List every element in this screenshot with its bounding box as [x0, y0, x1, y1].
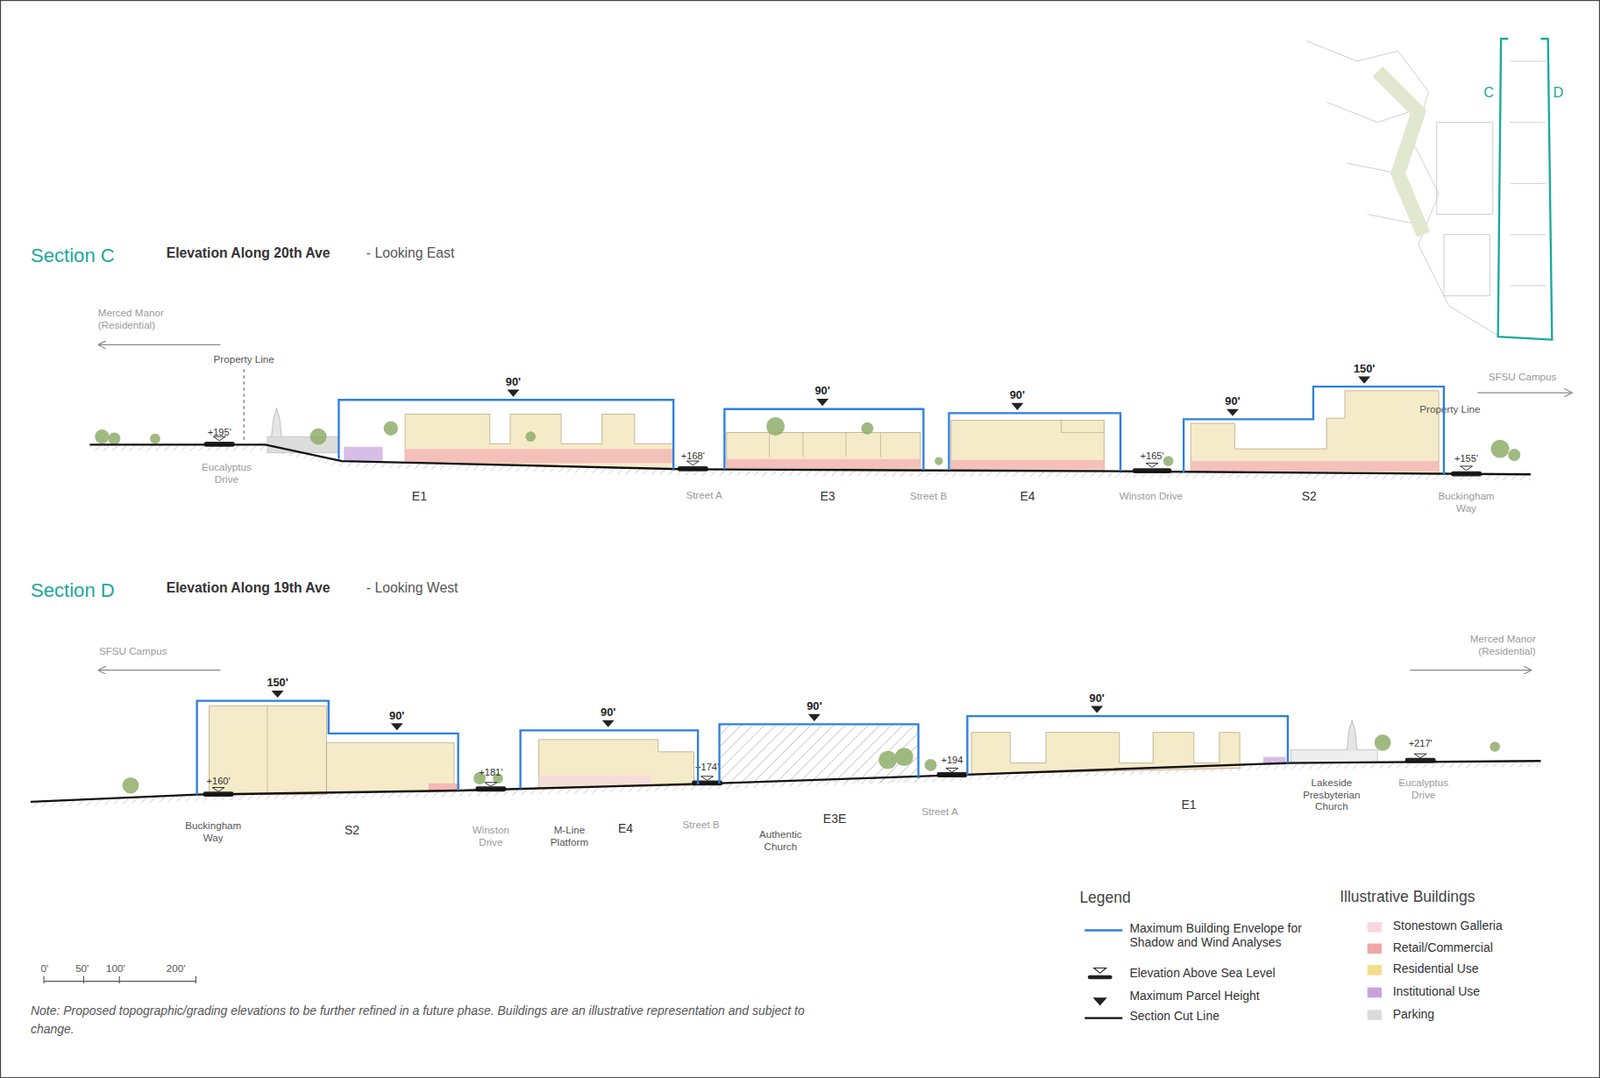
- building-envelope: 90' 150': [1163, 362, 1465, 475]
- parcel-height: 90': [996, 388, 1039, 401]
- parcel-height: 90': [376, 709, 418, 722]
- label-text: +181': [460, 767, 522, 779]
- envelope-outline: [928, 388, 1141, 471]
- legend-text: Institutional Use: [1393, 985, 1598, 1000]
- label-text: SFSU Campus: [1471, 371, 1573, 384]
- legend-swatch: [1367, 1009, 1382, 1021]
- building-envelope: 90': [318, 375, 694, 470]
- label-text: +217': [1389, 739, 1451, 751]
- label-text: Section D: [30, 579, 115, 602]
- label-text: E1: [388, 490, 450, 505]
- building-envelope: 90': [946, 691, 1309, 776]
- envelope-outline: [176, 676, 479, 796]
- label-text: 100': [106, 963, 126, 975]
- label-text: Elevation Along 19th Ave: [166, 580, 331, 597]
- label-text: - Looking East: [366, 245, 455, 262]
- label-text: Property Line: [182, 354, 306, 366]
- legend-text: Maximum Parcel Height: [1129, 989, 1334, 1004]
- building-envelope: 90': [698, 699, 939, 783]
- label-text: +168': [661, 450, 724, 463]
- legend-text: Maximum Building Envelope for Shadow and…: [1129, 922, 1323, 951]
- label-text: Illustrative Buildings: [1339, 888, 1475, 906]
- parcel-height: 90': [492, 375, 534, 388]
- label-text: Merced Manor (Residential): [1443, 633, 1536, 658]
- label-text: Buckingham Way: [177, 820, 249, 845]
- label-text: Buckingham Way: [1430, 490, 1502, 515]
- legend-text: Elevation Above Sea Level: [1129, 967, 1334, 982]
- parcel-height: 90': [1076, 691, 1118, 704]
- label-text: Elevation Along 20th Ave: [166, 245, 331, 262]
- parcel-height: 150': [1344, 362, 1386, 375]
- label-text: - Looking West: [366, 580, 459, 597]
- label-text: Note: Proposed topographic/grading eleva…: [30, 1002, 847, 1039]
- label-text: Winston Drive: [460, 824, 522, 848]
- label-text: Street A: [653, 490, 755, 502]
- legend-text: Stonestown Galleria: [1393, 920, 1598, 935]
- building-envelope: 150' 90': [176, 676, 479, 796]
- label-text: M-Line Platform: [539, 824, 601, 848]
- label-text: Legend: [1079, 888, 1131, 907]
- label-text: +174': [676, 761, 739, 774]
- label-text: D: [1543, 83, 1574, 100]
- label-text: E4: [996, 490, 1059, 505]
- envelope-outline: [318, 375, 694, 470]
- building-envelope: 90': [499, 705, 719, 789]
- legend-text: Residential Use: [1393, 963, 1598, 978]
- building-envelope: 90': [704, 384, 945, 471]
- envelope-outline: [499, 705, 719, 789]
- label-text: +194: [921, 754, 983, 767]
- label-text: Authentic Church: [745, 828, 817, 853]
- label-text: SFSU Campus: [99, 646, 168, 658]
- envelope-outline: [946, 691, 1309, 776]
- label-text: 200': [166, 963, 186, 975]
- legend-swatch: [1367, 988, 1382, 999]
- envelope-outline: [704, 384, 945, 471]
- label-text: Property Line: [1393, 404, 1507, 416]
- label-text: Lakeside Presbyterian Church: [1290, 777, 1373, 813]
- parcel-height: 90': [587, 705, 629, 719]
- label-text: 50': [75, 963, 89, 975]
- label-text: Merced Manor (Residential): [98, 306, 191, 331]
- label-text: Winston Drive: [1095, 490, 1208, 503]
- legend-swatch: [1367, 944, 1382, 955]
- label-text: Eucalyptus Drive: [191, 461, 263, 485]
- parcel-height: 90': [794, 699, 836, 712]
- label-text: Street B: [649, 819, 752, 832]
- label-text: Section C: [30, 244, 115, 267]
- label-text: 0': [41, 963, 50, 975]
- label-text: E3: [796, 490, 859, 505]
- label-text: C: [1473, 83, 1505, 100]
- legend-text: Parking: [1393, 1008, 1598, 1023]
- label-text: Street B: [877, 490, 980, 503]
- legend-swatch: [1367, 965, 1382, 976]
- parcel-height: 90': [1212, 394, 1254, 407]
- label-text: E4: [595, 822, 657, 837]
- label-text: +195': [188, 427, 250, 440]
- building-envelope: 90': [928, 388, 1141, 471]
- legend-text: Retail/Commercial: [1393, 941, 1598, 956]
- label-text: S2: [1278, 490, 1340, 505]
- envelope-outline: [1163, 362, 1465, 475]
- label-text: Street A: [888, 805, 991, 818]
- label-text: +165': [1121, 450, 1183, 463]
- label-text: S2: [321, 824, 384, 839]
- label-text: E3E: [803, 813, 866, 828]
- legend-swatch: [1367, 922, 1382, 933]
- label-text: E1: [1158, 798, 1220, 813]
- label-text: Eucalyptus Drive: [1393, 777, 1455, 802]
- envelope-outline: [698, 699, 939, 783]
- parcel-height: 150': [256, 676, 299, 690]
- legend-text: Section Cut Line: [1129, 1009, 1334, 1024]
- parcel-height: 90': [802, 384, 844, 398]
